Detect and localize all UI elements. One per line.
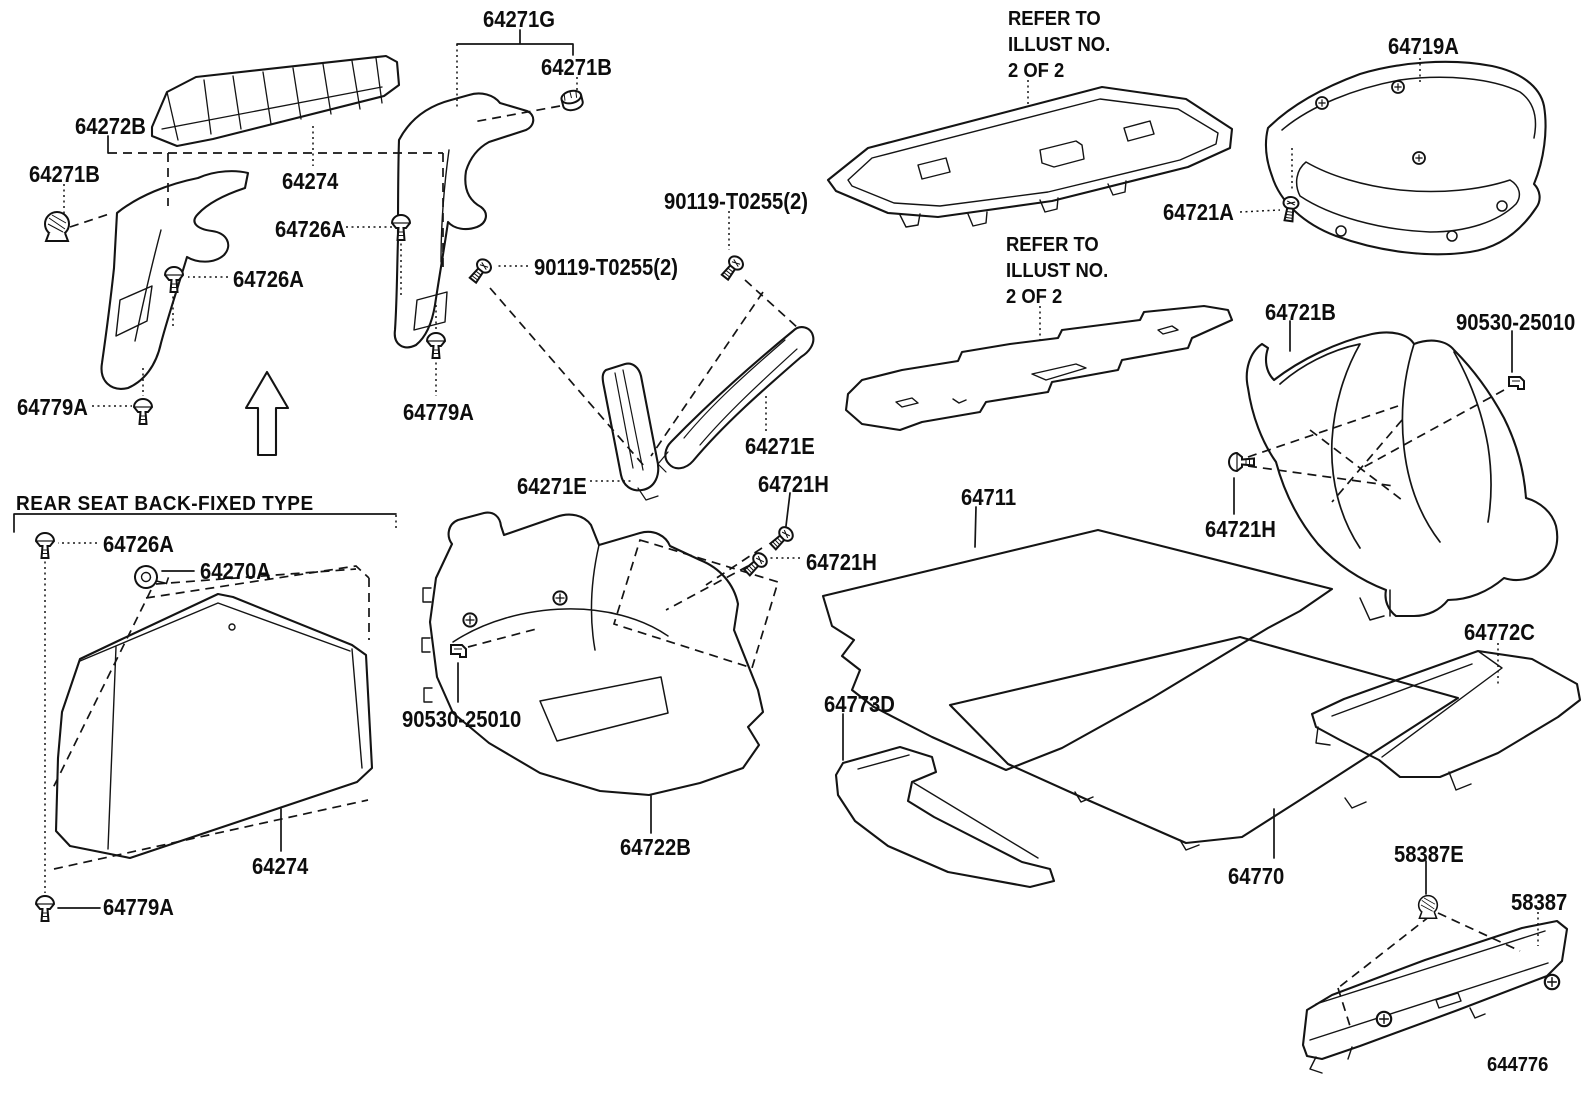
screw-icon <box>718 252 747 283</box>
part-label-90119-left: 90119-T0255(2) <box>534 254 679 280</box>
part-64274-seat-back-drawing <box>54 592 374 860</box>
pushpin-icon <box>133 398 153 425</box>
part-64721b-side-trim-drawing <box>1245 331 1559 621</box>
pushpin-icon <box>35 895 55 922</box>
refer-note-middle: REFER TO ILLUST NO. 2 OF 2 <box>1006 234 1109 308</box>
part-label-64779a-bottom: 64779A <box>103 894 174 920</box>
part-label-64726a-right: 64726A <box>275 216 346 242</box>
part-label-64773d: 64773D <box>824 691 895 717</box>
part-64772c-drawing <box>1310 649 1582 791</box>
clip-icon <box>1417 894 1439 920</box>
part-64711-mat-drawing <box>821 528 1334 772</box>
section-title-rear-seat-back: REAR SEAT BACK-FIXED TYPE <box>16 493 314 515</box>
part-64271g-trim-drawing <box>393 92 535 349</box>
part-64773d-drawing <box>834 745 1056 889</box>
part-label-90530-left: 90530-25010 <box>402 706 522 732</box>
part-label-58387e: 58387E <box>1394 841 1464 867</box>
pushpin-icon <box>164 266 184 293</box>
part-label-64271g: 64271G <box>483 6 556 32</box>
part-label-64779a-left: 64779A <box>17 394 88 420</box>
assembly-dashed-lines <box>51 105 1521 1027</box>
direction-arrow-icon <box>244 370 290 457</box>
part-label-64772c: 64772C <box>1464 619 1535 645</box>
clip-icon <box>450 644 467 658</box>
nut-icon <box>559 87 586 114</box>
screw-head-icon <box>1412 151 1426 165</box>
screw-icon <box>740 549 771 579</box>
part-label-90119-right: 90119-T0255(2) <box>664 188 809 214</box>
screw-icon <box>466 255 495 286</box>
part-label-64721h-right: 64721H <box>1205 516 1276 542</box>
part-label-64271e-right: 64271E <box>745 433 815 459</box>
part-label-64721b: 64721B <box>1265 299 1336 325</box>
pushpin-icon <box>35 532 55 559</box>
part-64719a-trunk-lid-trim-drawing <box>1264 60 1547 256</box>
part-label-64770: 64770 <box>1228 863 1285 889</box>
part-label-64779a-right: 64779A <box>403 399 474 425</box>
pushpin-icon <box>391 214 411 241</box>
figure-number: 644776 <box>1487 1054 1549 1076</box>
part-package-tray-drawing <box>826 85 1234 228</box>
part-label-90530-right: 90530-25010 <box>1456 309 1576 335</box>
part-reinforcement-drawing <box>844 304 1234 432</box>
part-label-64726a-seat: 64726A <box>103 531 174 557</box>
part-label-64270a: 64270A <box>200 558 271 584</box>
leader-lines-solid <box>13 29 1513 909</box>
part-label-64711: 64711 <box>961 484 1017 510</box>
part-label-64721a: 64721A <box>1163 199 1234 225</box>
part-label-64726a-left: 64726A <box>233 266 304 292</box>
part-label-58387: 58387 <box>1511 889 1568 915</box>
clip-icon <box>1508 376 1525 390</box>
clip-icon <box>44 211 70 242</box>
screw-icon <box>1280 195 1301 223</box>
part-label-64272b: 64272B <box>75 113 146 139</box>
part-label-64271e-left: 64271E <box>517 473 587 499</box>
screw-icon <box>766 523 797 553</box>
part-label-64721h-mid: 64721H <box>806 549 877 575</box>
part-label-64271b-top: 64271B <box>541 54 612 80</box>
part-64272b-trim-drawing <box>100 170 250 390</box>
part-58387-finish-plate-drawing <box>1301 919 1569 1074</box>
grommet-icon <box>130 558 172 594</box>
screw-head-icon <box>1391 80 1405 94</box>
part-label-64274-top: 64274 <box>282 168 339 194</box>
part-label-64722b: 64722B <box>620 834 691 860</box>
part-64274-top-drawing <box>150 54 401 148</box>
pushpin-icon <box>426 332 446 359</box>
part-label-64274-seat: 64274 <box>252 853 309 879</box>
screw-head-icon <box>1315 96 1329 110</box>
part-64722b-side-trim-drawing <box>421 511 765 797</box>
part-label-64719a: 64719A <box>1388 33 1459 59</box>
part-64770-mat-drawing <box>948 635 1460 851</box>
refer-note-top: REFER TO ILLUST NO. 2 OF 2 <box>1008 8 1111 82</box>
part-label-64721h-top: 64721H <box>758 471 829 497</box>
part-label-64271b-left: 64271B <box>29 161 100 187</box>
leader-lines-dotted <box>44 44 1539 946</box>
part-64271e-struts-drawing <box>601 326 815 501</box>
